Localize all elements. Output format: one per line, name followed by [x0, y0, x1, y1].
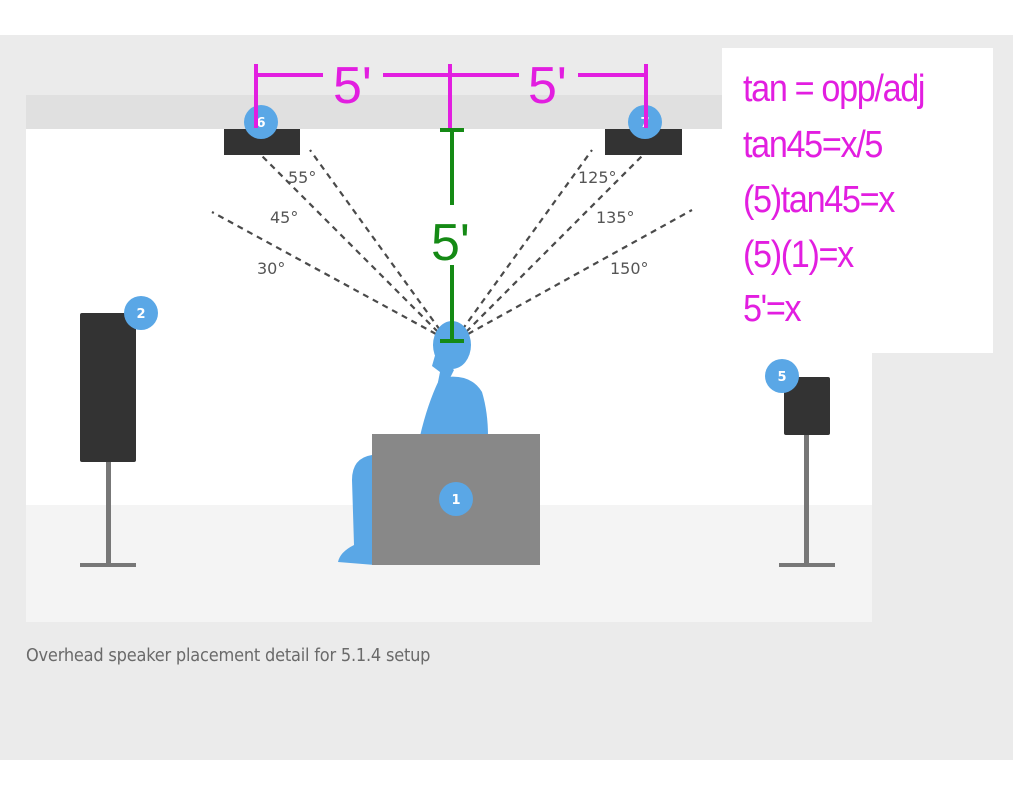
vertical-dimension-label: 5' [431, 214, 470, 272]
angle-line-30 [211, 211, 437, 335]
horizontal-dimension [254, 64, 648, 128]
horizontal-dimension-left-label: 5' [333, 57, 372, 115]
listener-silhouette [338, 321, 488, 565]
speaker-5-base [779, 563, 835, 567]
note-line-4: (5)(1)=x [743, 234, 854, 276]
calculation-note: tan = opp/adj tan45=x/5 (5)tan45=x (5)(1… [722, 48, 993, 353]
angle-label-55: 55° [288, 168, 316, 187]
note-line-2: tan45=x/5 [743, 124, 883, 166]
angle-line-135 [465, 151, 647, 333]
badge-2: 2 [124, 296, 158, 330]
angle-line-55 [309, 149, 441, 331]
speaker-5-stand [804, 435, 809, 565]
speaker-2-stand [106, 462, 111, 565]
note-line-1: tan = opp/adj [743, 68, 926, 110]
speaker-2-base [80, 563, 136, 567]
angle-line-150 [467, 209, 693, 335]
svg-text:6: 6 [256, 116, 265, 131]
angle-label-150: 150° [610, 259, 649, 278]
angle-label-135: 135° [596, 208, 635, 227]
speaker-2-cabinet [80, 313, 136, 462]
angle-line-125 [461, 149, 593, 331]
angle-line-45 [257, 151, 439, 333]
badge-1: 1 [439, 482, 473, 516]
angle-label-45: 45° [270, 208, 298, 227]
vertical-dimension [440, 128, 464, 343]
svg-text:1: 1 [451, 493, 460, 508]
speaker-5-cabinet [784, 377, 830, 435]
horizontal-dimension-right-label: 5' [528, 57, 567, 115]
angle-label-125: 125° [578, 168, 617, 187]
badge-6: 6 [244, 105, 278, 139]
badge-5: 5 [765, 359, 799, 393]
note-line-5: 5'=x [743, 288, 802, 330]
note-line-3: (5)tan45=x [743, 179, 895, 221]
angle-label-30: 30° [257, 259, 285, 278]
figure-caption: Overhead speaker placement detail for 5.… [26, 645, 431, 666]
svg-text:2: 2 [136, 307, 145, 322]
svg-text:5: 5 [777, 370, 786, 385]
